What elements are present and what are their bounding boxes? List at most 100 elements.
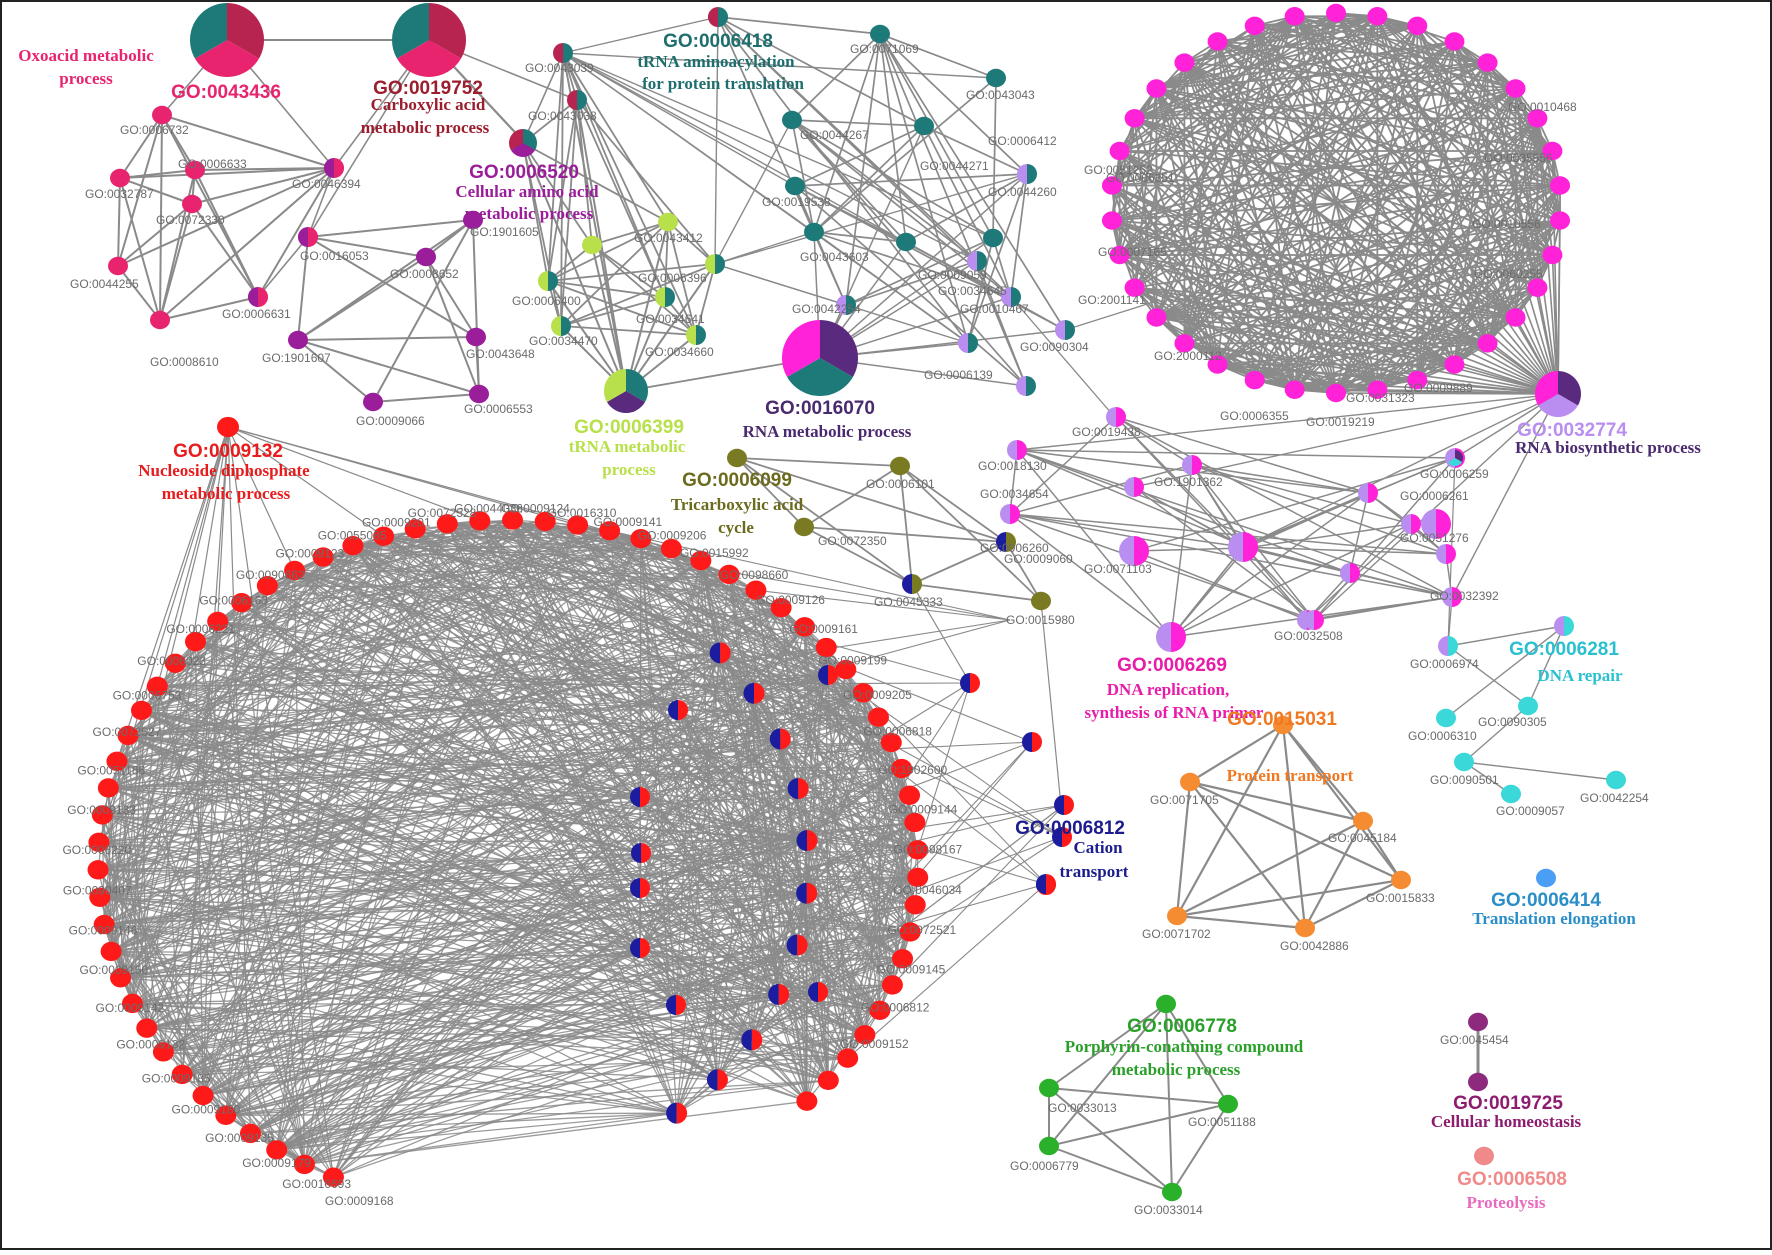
go-node [509, 129, 537, 157]
go-node [1542, 246, 1562, 264]
go-node [182, 195, 202, 213]
node-id-label: GO:0033014 [1134, 1203, 1203, 1217]
go-node [958, 333, 978, 353]
go-node [1039, 1079, 1059, 1097]
go-node [1506, 79, 1526, 97]
go-node [707, 1069, 728, 1090]
node-id-label: GO:0046394 [292, 177, 361, 191]
node-id-label: GO:0071103 [1084, 562, 1152, 576]
cluster-id: GO:0006812 [1015, 818, 1125, 839]
go-node [363, 393, 383, 411]
cluster-id: GO:0006508 [1457, 1169, 1567, 1190]
go-node [1295, 919, 1315, 937]
cluster-caption: for protein translation [642, 74, 804, 93]
cluster-id: GO:0006778 [1127, 1016, 1237, 1037]
node-id-label: GO:0090305 [1478, 715, 1547, 729]
go-node [785, 177, 805, 195]
go-node [1468, 1073, 1488, 1091]
go-node [288, 331, 308, 349]
node-id-label: GO:0006818 [863, 725, 932, 739]
node-id-label: GO:1901605 [470, 225, 539, 239]
go-node [324, 158, 344, 178]
go-node [1304, 610, 1324, 630]
go-node [1536, 869, 1556, 887]
go-node [666, 1103, 687, 1124]
node-id-label: GO:0071069 [850, 42, 919, 56]
go-node [1245, 371, 1265, 389]
node-id-label: GO:0006023 [137, 654, 206, 668]
cluster-caption: process [602, 460, 656, 479]
node-id-label: GO:0006139 [924, 368, 993, 382]
go-node [1022, 732, 1042, 752]
go-node [768, 984, 789, 1005]
cluster-caption: tRNA aminoacylation [637, 52, 795, 71]
go-node [1102, 211, 1122, 229]
node-id-label: GO:0009132 [116, 1037, 185, 1051]
go-node [1367, 7, 1387, 25]
go-node [914, 117, 934, 135]
node-id-label: GO:0006351 [1106, 171, 1175, 185]
cluster-caption: RNA biosynthetic process [1515, 438, 1701, 457]
go-node [1444, 32, 1464, 50]
node-id-label: GO:0006310 [1408, 729, 1477, 743]
node-id-label: GO:0009205 [843, 688, 912, 702]
cluster-caption: RNA metabolic process [743, 422, 912, 441]
node-id-label: GO:0034470 [529, 334, 598, 348]
node-id-label: GO:0006400 [512, 294, 581, 308]
go-node [1218, 1095, 1238, 1113]
go-node [469, 385, 489, 403]
node-id-label: GO:0009889 [1404, 381, 1473, 395]
go-node [1054, 795, 1074, 815]
cluster-id: GO:0006414 [1491, 890, 1601, 911]
node-id-label: GO:0006163 [199, 593, 268, 607]
node-id-label: GO:0044260 [988, 185, 1057, 199]
node-id-label: GO:0006631 [222, 307, 291, 321]
go-node [1353, 812, 1373, 830]
node-id-label: GO:0009123 [276, 546, 345, 560]
cluster-caption: Porphyrin-conatining compound [1065, 1037, 1304, 1056]
node-id-label: GO:0006633 [178, 157, 247, 171]
go-node [582, 236, 602, 254]
go-node [1031, 592, 1051, 610]
node-id-label: GO:0033013 [1048, 1101, 1117, 1115]
go-node [1326, 4, 1346, 22]
go-node [110, 169, 130, 187]
cluster-caption: Cation [1073, 838, 1123, 857]
cluster-id: GO:0006418 [663, 31, 773, 52]
go-node [108, 257, 128, 275]
go-node [1447, 450, 1463, 466]
go-node [818, 665, 838, 685]
go-node [686, 325, 706, 345]
go-node [804, 223, 824, 241]
go-node [727, 449, 747, 467]
go-node [882, 975, 903, 994]
go-node [1245, 17, 1265, 35]
node-id-label: GO:0009057 [1496, 804, 1565, 818]
cluster-caption: cycle [718, 518, 754, 537]
go-node [1162, 1183, 1182, 1201]
node-id-label: GO:0034654 [980, 487, 1049, 501]
go-node [1501, 785, 1521, 803]
node-id-label: GO:0015992 [680, 546, 749, 560]
go-node [902, 574, 922, 594]
cluster-id: GO:0015031 [1227, 709, 1337, 730]
go-node [1478, 334, 1498, 352]
go-node [1124, 477, 1144, 497]
node-id-label: GO:0008652 [390, 267, 459, 281]
node-id-label: GO:0006974 [1410, 657, 1479, 671]
node-id-label: GO:0009180 [172, 1103, 241, 1117]
node-id-label: GO:0009179 [242, 1156, 311, 1170]
go-node [658, 213, 678, 231]
node-id-label: GO:0006220 [62, 843, 131, 857]
go-node [190, 3, 264, 77]
go-node [150, 311, 170, 329]
node-id-label: GO:0009060 [1004, 552, 1073, 566]
node-id-label: GO:0009135 [205, 1131, 274, 1145]
node-id-label: GO:0042886 [1280, 939, 1349, 953]
node-id-label: GO:0009150 [80, 963, 149, 977]
go-node [152, 106, 172, 124]
node-id-label: GO:0090662 [236, 568, 305, 582]
go-node [896, 233, 916, 251]
go-node [551, 316, 571, 336]
node-id-label: GO:0044267 [800, 128, 869, 142]
